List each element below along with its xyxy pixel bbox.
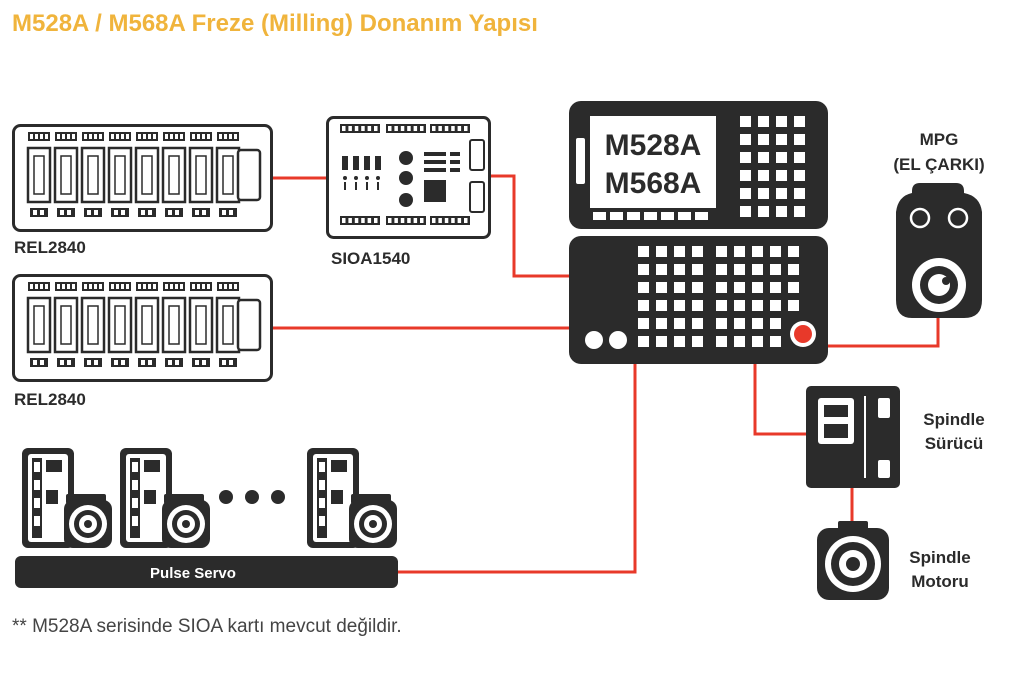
- wire-sioa-to-controller: [489, 174, 570, 278]
- wire-controller-to-mpg: [828, 318, 940, 348]
- spindle-driver-line-1: Spindle: [923, 410, 985, 429]
- io-board-icon: [326, 116, 491, 239]
- ellipsis-icon: [219, 490, 285, 504]
- footnote: ** M528A serisinde SIOA kartı mevcut değ…: [12, 616, 402, 637]
- servo-drive-icon: [22, 448, 112, 548]
- mpg-label-line-1: MPG: [919, 130, 959, 149]
- spindle-driver-label: Spindle Sürücü: [910, 408, 998, 456]
- servo-drive-icon: [307, 448, 397, 548]
- spindle-motor-icon: [817, 521, 889, 600]
- spindle-motor-line-2: Motoru: [911, 572, 969, 591]
- page-title: M528A / M568A Freze (Milling) Donanım Ya…: [12, 10, 538, 37]
- servo-drive-icon: [120, 448, 210, 548]
- spindle-motor-line-1: Spindle: [909, 548, 971, 567]
- sioa-label: SIOA1540: [331, 249, 411, 268]
- wire-controller-to-servo: [398, 364, 637, 574]
- relay-board-icon: [12, 124, 273, 232]
- controller-model-line-1: M528A: [605, 129, 702, 162]
- spindle-driver-line-2: Sürücü: [924, 434, 984, 453]
- cnc-controller-icon: [569, 101, 828, 364]
- wires: [272, 174, 940, 574]
- mpg-label-line-2: (EL ÇARKI): [893, 155, 985, 174]
- servo-bar-label: Pulse Servo: [150, 565, 236, 582]
- relay-board-icon: [12, 274, 273, 382]
- rel-top-label: REL2840: [14, 238, 86, 257]
- mpg-label: MPG (EL ÇARKI): [884, 127, 994, 177]
- handwheel-icon: [896, 183, 982, 318]
- spindle-drive-icon: [806, 386, 900, 488]
- rel-bottom-label: REL2840: [14, 390, 86, 409]
- controller-model-line-2: M568A: [605, 167, 702, 200]
- servo-bar: Pulse Servo: [15, 556, 398, 588]
- wire-controller-to-spindle-driver: [753, 364, 806, 436]
- spindle-motor-label: Spindle Motoru: [896, 546, 984, 594]
